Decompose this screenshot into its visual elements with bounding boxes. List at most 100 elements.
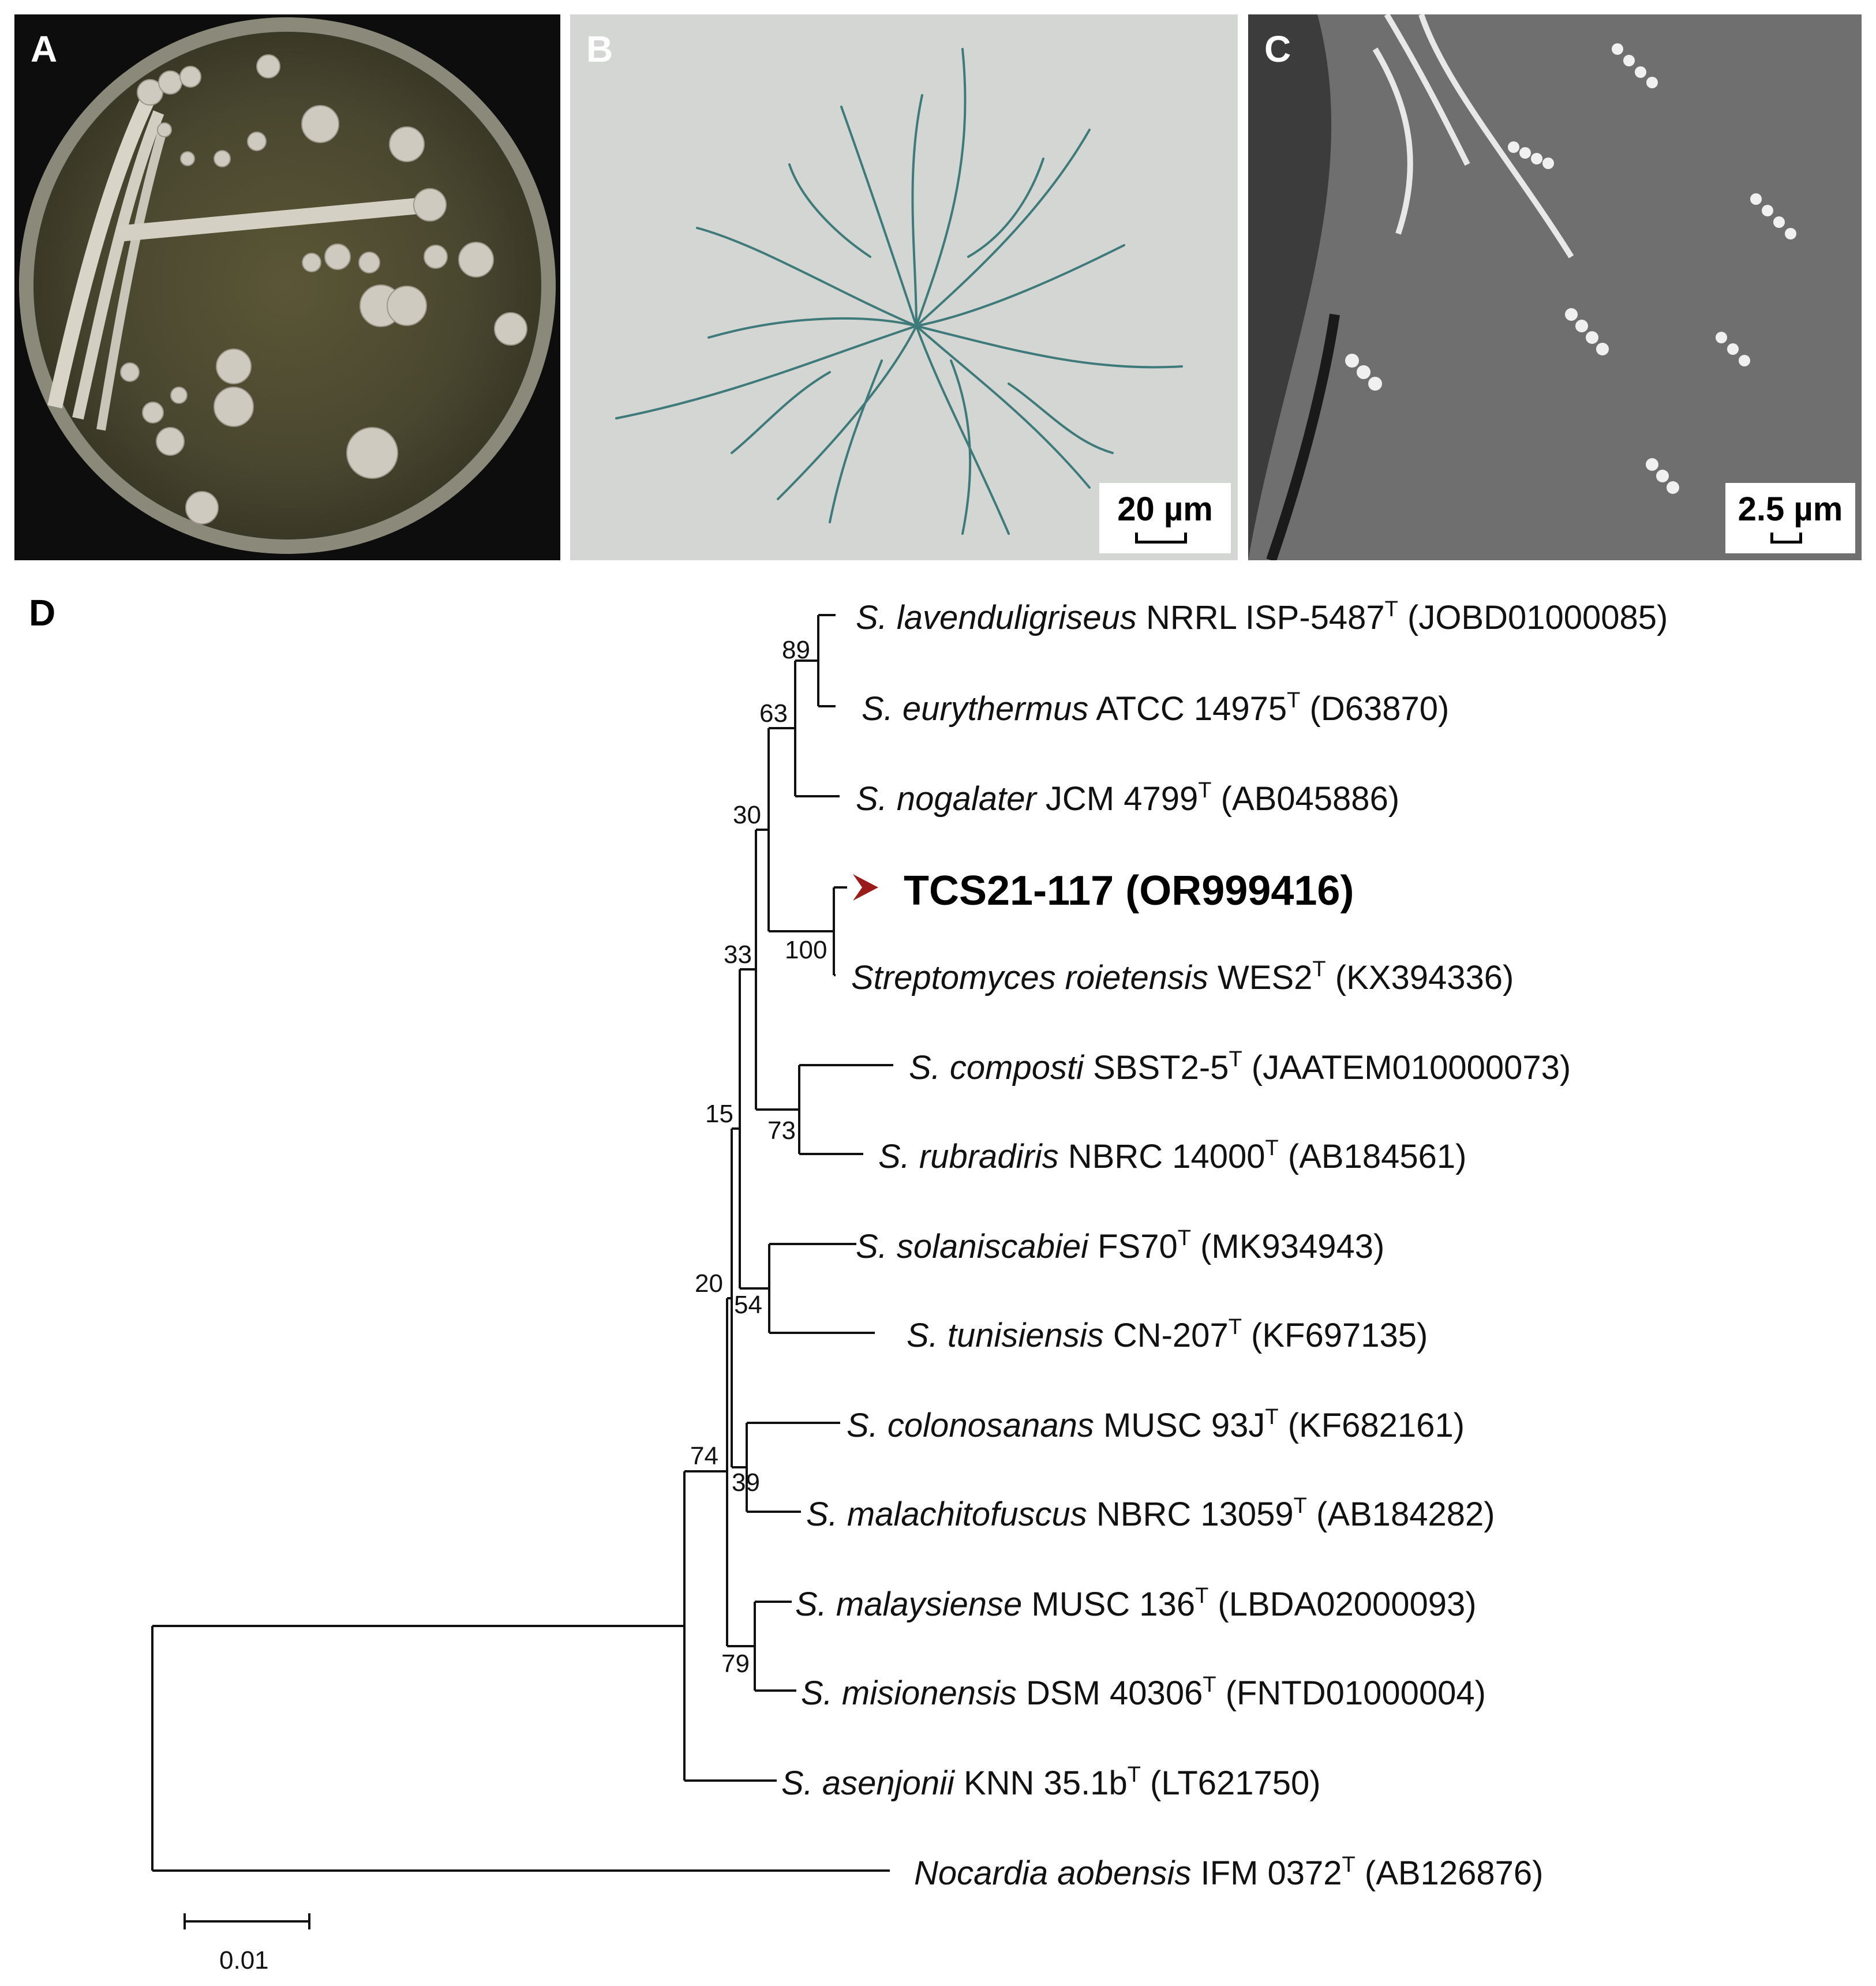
taxon-accession: (FNTD01000004): [1225, 1674, 1486, 1712]
scale-bar-line: [1135, 533, 1187, 544]
taxon-accession: (D63870): [1309, 690, 1450, 728]
bootstrap-value: 20: [695, 1269, 723, 1298]
taxon-label: S. tunisiensis CN-207T (KF697135): [907, 1316, 1428, 1354]
bootstrap-value: 54: [734, 1291, 762, 1319]
taxon-strain: FS70: [1098, 1228, 1178, 1265]
taxon-accession: (KF682161): [1287, 1407, 1465, 1444]
type-strain-mark: T: [1342, 1853, 1355, 1877]
taxon-label: S. lavenduligriseus NRRL ISP-5487T (JOBD…: [856, 598, 1668, 636]
taxon-strain: SBST2-5: [1093, 1049, 1229, 1086]
bootstrap-value: 100: [785, 936, 827, 964]
bootstrap-value: 15: [705, 1100, 733, 1128]
panel-c-sem-micrograph: C 2.5 µm: [1248, 14, 1862, 560]
taxon-strain: KNN 35.1b: [963, 1764, 1128, 1802]
type-strain-mark: T: [1177, 1226, 1191, 1250]
query-taxon-label: TCS21-117 (OR999416): [904, 870, 1354, 912]
scale-bar-c: 2.5 µm: [1725, 483, 1855, 553]
scale-bar-label: 20 µm: [1117, 490, 1213, 528]
panel-letter-a: A: [31, 28, 58, 70]
taxon-strain: MUSC 93J: [1103, 1407, 1265, 1444]
taxon-species: S. asenjonii: [781, 1764, 954, 1802]
taxon-strain: IFM 0372: [1200, 1854, 1342, 1892]
bootstrap-value: 79: [721, 1650, 750, 1678]
type-strain-mark: T: [1312, 957, 1326, 981]
bootstrap-value: 74: [690, 1442, 718, 1470]
taxon-strain: DSM 40306: [1026, 1674, 1203, 1712]
taxon-species: S. malaysiense: [795, 1586, 1023, 1623]
taxon-label: Streptomyces roietensis WES2T (KX394336): [851, 958, 1514, 996]
bootstrap-value: 33: [724, 940, 752, 969]
type-strain-mark: T: [1265, 1136, 1279, 1160]
tree-branches: [151, 614, 893, 1929]
tree-scale-label: 0.01: [219, 1946, 269, 1974]
type-strain-mark: T: [1203, 1673, 1216, 1697]
panel-letter-b: B: [586, 28, 613, 70]
bootstrap-value: 39: [732, 1468, 760, 1497]
taxon-accession: (KF697135): [1251, 1317, 1428, 1354]
hyphae-image: [615, 48, 1183, 535]
taxon-strain: NRRL ISP-5487: [1145, 599, 1385, 636]
type-strain-mark: T: [1287, 688, 1301, 713]
taxon-species: S. nogalater: [856, 780, 1036, 818]
spore-chain-image: [1248, 14, 1796, 560]
taxon-species: S. rubradiris: [878, 1138, 1059, 1175]
taxon-accession: (JAATEM010000073): [1251, 1049, 1571, 1086]
panel-a-culture-plate: A: [14, 14, 560, 560]
type-strain-mark: T: [1293, 1494, 1307, 1518]
taxon-label: S. solaniscabiei FS70T (MK934943): [856, 1227, 1385, 1265]
type-strain-mark: T: [1228, 1315, 1242, 1339]
taxon-label: Nocardia aobensis IFM 0372T (AB126876): [914, 1854, 1544, 1892]
scale-bar-label: 2.5 µm: [1738, 490, 1843, 528]
taxon-accession: (JOBD01000085): [1407, 599, 1668, 636]
scale-bar-line: [1770, 533, 1802, 544]
type-strain-mark: T: [1229, 1047, 1242, 1071]
panel-b-light-micrograph: B 20 µm: [570, 14, 1238, 560]
taxon-label: S. eurythermus ATCC 14975T (D63870): [862, 690, 1450, 728]
scale-bar-b: 20 µm: [1099, 483, 1231, 553]
type-strain-mark: T: [1384, 597, 1398, 621]
taxon-label: S. rubradiris NBRC 14000T (AB184561): [878, 1137, 1467, 1175]
query-marker-arrow: [853, 874, 878, 901]
taxon-species: S. eurythermus: [862, 690, 1089, 728]
taxon-accession: (AB184282): [1316, 1496, 1495, 1533]
taxon-label: S. colonosanans MUSC 93JT (KF682161): [847, 1406, 1465, 1444]
taxon-label: S. composti SBST2-5T (JAATEM010000073): [909, 1048, 1571, 1086]
taxon-strain: WES2: [1218, 959, 1313, 996]
type-strain-mark: T: [1265, 1405, 1279, 1429]
taxon-species: S. misionensis: [801, 1674, 1017, 1712]
taxon-accession: (KX394336): [1335, 959, 1514, 996]
taxon-species: Nocardia aobensis: [914, 1854, 1192, 1892]
taxon-species: S. solaniscabiei: [856, 1228, 1088, 1265]
taxon-accession: (LBDA02000093): [1218, 1586, 1477, 1623]
taxon-species: S. colonosanans: [847, 1407, 1094, 1444]
taxon-strain: JCM 4799: [1045, 780, 1199, 818]
taxon-label: S. asenjonii KNN 35.1bT (LT621750): [781, 1764, 1321, 1802]
taxon-accession: (AB126876): [1364, 1854, 1544, 1892]
panel-letter-c: C: [1264, 28, 1291, 70]
taxon-accession: (AB184561): [1287, 1138, 1467, 1175]
taxon-species: S. tunisiensis: [907, 1317, 1104, 1354]
panel-letter-d: D: [29, 592, 56, 634]
phylogenetic-tree: S. lavenduligriseus NRRL ISP-5487T (JOBD…: [0, 577, 1876, 1983]
taxon-label: S. nogalater JCM 4799T (AB045886): [856, 780, 1400, 818]
petri-dish-image: [19, 17, 556, 554]
bootstrap-value: 63: [759, 699, 788, 728]
taxon-label: S. misionensis DSM 40306T (FNTD01000004): [801, 1674, 1486, 1712]
taxon-species: Streptomyces roietensis: [851, 959, 1208, 996]
taxon-species: S. composti: [909, 1049, 1084, 1086]
taxon-strain: CN-207: [1113, 1317, 1229, 1354]
taxon-accession: (AB045886): [1220, 780, 1400, 818]
taxon-strain: ATCC 14975: [1096, 690, 1287, 728]
type-strain-mark: T: [1127, 1763, 1141, 1787]
bootstrap-value: 89: [782, 636, 810, 664]
bootstrap-value: 30: [733, 801, 761, 829]
taxon-label: S. malachitofuscus NBRC 13059T (AB184282…: [806, 1495, 1495, 1533]
taxon-species: S. malachitofuscus: [806, 1496, 1087, 1533]
taxon-accession: (LT621750): [1150, 1764, 1321, 1802]
bootstrap-value: 73: [767, 1116, 796, 1145]
taxon-accession: (MK934943): [1200, 1228, 1385, 1265]
type-strain-mark: T: [1198, 778, 1212, 803]
taxon-species: S. lavenduligriseus: [856, 599, 1137, 636]
taxon-strain: MUSC 136: [1031, 1586, 1196, 1623]
taxon-strain: NBRC 13059: [1096, 1496, 1294, 1533]
